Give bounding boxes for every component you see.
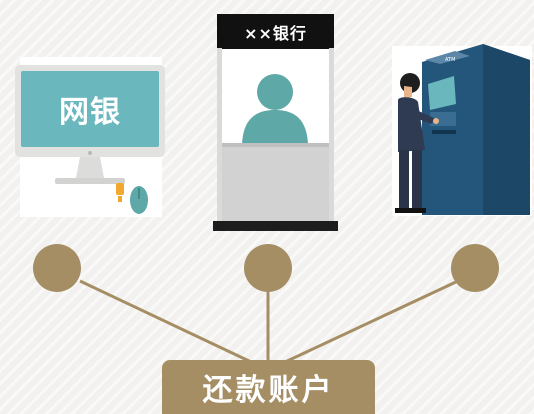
counter-pillar-right: [329, 48, 334, 230]
counter-desk: [222, 145, 329, 221]
person-leg-left: [399, 150, 409, 210]
repayment-account-box: 还款账户: [162, 360, 375, 414]
monitor-base: [55, 178, 125, 184]
atm-screen: [428, 76, 456, 110]
atm-illustration: ATM: [392, 44, 532, 216]
counter-base: [213, 221, 338, 231]
connector-online: [79, 279, 269, 372]
monitor-stand: [76, 157, 104, 178]
teller-head: [257, 74, 293, 110]
bank-sign-board: [217, 14, 334, 49]
person-leg-right: [412, 150, 422, 210]
connector-atm: [267, 279, 459, 372]
node-counter: [244, 244, 292, 292]
mouse-icon: [130, 186, 148, 214]
monitor-power-dot: [88, 151, 92, 155]
teller-body: [242, 110, 308, 145]
person-arm: [410, 108, 434, 124]
computer-illustration: [15, 57, 165, 217]
person-hand: [433, 118, 439, 124]
node-atm: [451, 244, 499, 292]
repayment-account-label: 还款账户: [202, 373, 335, 408]
atm-label: ATM: [445, 57, 455, 63]
atm-top-panel: [425, 51, 470, 64]
counter-pillar-left: [217, 48, 222, 230]
bank-counter-illustration: [213, 14, 338, 231]
person-shoe-left: [395, 208, 411, 213]
node-online: [33, 244, 81, 292]
atm-side: [483, 44, 530, 215]
online-banking-label: 网银: [59, 95, 121, 130]
monitor-screen: [21, 71, 159, 147]
bank-sign-label: ××银行: [244, 23, 307, 43]
counter-top: [222, 143, 329, 147]
usb-key-tip: [118, 196, 122, 202]
person-face: [404, 86, 412, 98]
person-shoe-right: [410, 208, 426, 213]
atm-card-slot: [432, 130, 456, 134]
usb-key-icon: [116, 183, 124, 195]
